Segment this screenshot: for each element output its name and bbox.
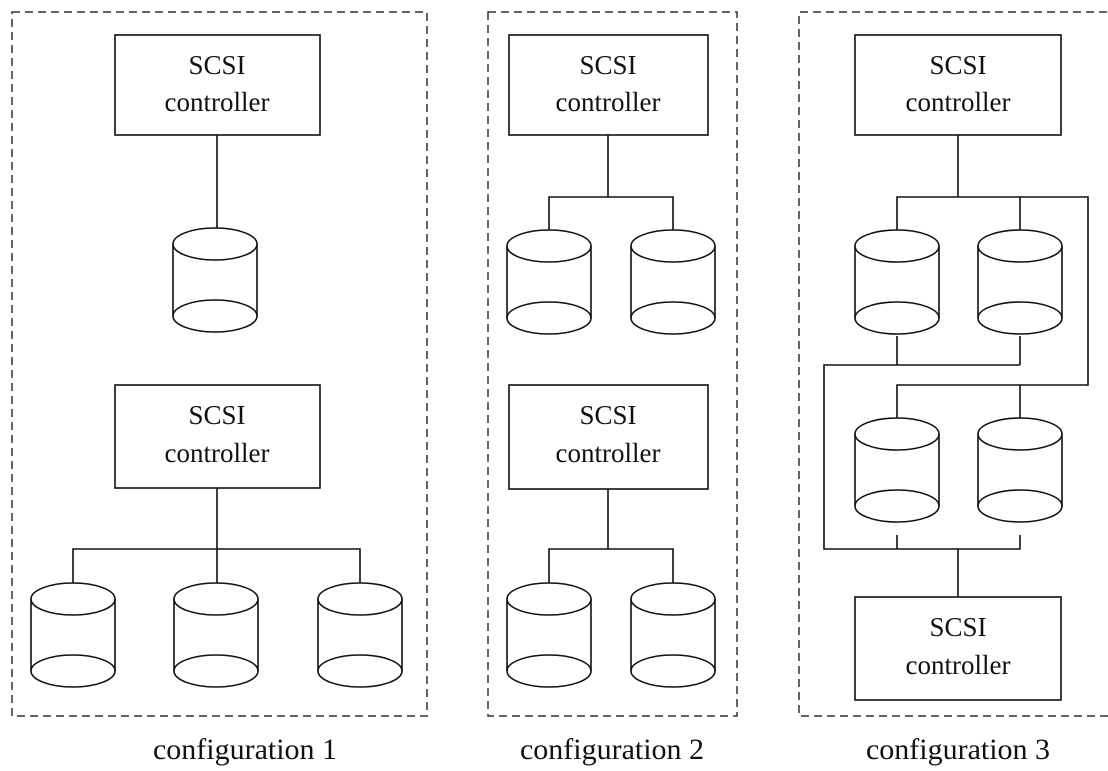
scsi-bus-cable <box>72 488 361 590</box>
disk-drive <box>630 582 716 688</box>
controller-label-line2: controller <box>165 87 270 117</box>
disk-drive <box>173 582 259 688</box>
controller-label-line1: SCSI <box>929 50 986 80</box>
controller-label-line2: controller <box>906 87 1011 117</box>
controller-label-line1: SCSI <box>188 400 245 430</box>
scsi-controller-box: SCSI controller <box>854 596 1062 701</box>
configuration-1-frame <box>11 11 428 717</box>
configuration-3-caption: configuration 3 <box>866 733 1050 766</box>
scsi-bus-cable <box>548 489 674 590</box>
controller-label-line2: controller <box>165 438 270 468</box>
scsi-controller-box: SCSI controller <box>508 34 709 136</box>
disk-drive <box>506 229 592 335</box>
disk-drive <box>977 417 1063 523</box>
controller-label-line1: SCSI <box>929 612 986 642</box>
disk-drive <box>506 582 592 688</box>
scsi-bus-cable <box>823 336 1021 597</box>
controller-label-line2: controller <box>556 87 661 117</box>
scsi-controller-box: SCSI controller <box>854 34 1062 136</box>
configuration-2-caption: configuration 2 <box>520 733 704 766</box>
configuration-1-caption: configuration 1 <box>153 733 337 766</box>
configuration-2-frame <box>487 11 738 717</box>
scsi-controller-box: SCSI controller <box>114 384 321 489</box>
disk-drive <box>30 582 116 688</box>
scsi-controller-box: SCSI controller <box>508 384 709 490</box>
scsi-bus-cable <box>896 135 1089 424</box>
configuration-1: SCSI controller SCSI controller <box>11 11 428 717</box>
disk-drive <box>630 229 716 335</box>
controller-label-line1: SCSI <box>579 400 636 430</box>
scsi-bus-cable <box>548 135 674 237</box>
controller-label-line2: controller <box>906 650 1011 680</box>
disk-drive <box>317 582 403 688</box>
disk-drive <box>854 417 940 523</box>
controller-label-line1: SCSI <box>188 50 245 80</box>
controller-label-line2: controller <box>556 438 661 468</box>
controller-label-line1: SCSI <box>579 50 636 80</box>
scsi-controller-box: SCSI controller <box>114 34 321 136</box>
disk-drive <box>854 229 940 335</box>
disk-drive <box>172 227 258 333</box>
configuration-3: SCSI controller SCSI <box>798 11 1108 717</box>
configuration-2: SCSI controller SCSI controller <box>487 11 738 717</box>
disk-drive <box>977 229 1063 335</box>
